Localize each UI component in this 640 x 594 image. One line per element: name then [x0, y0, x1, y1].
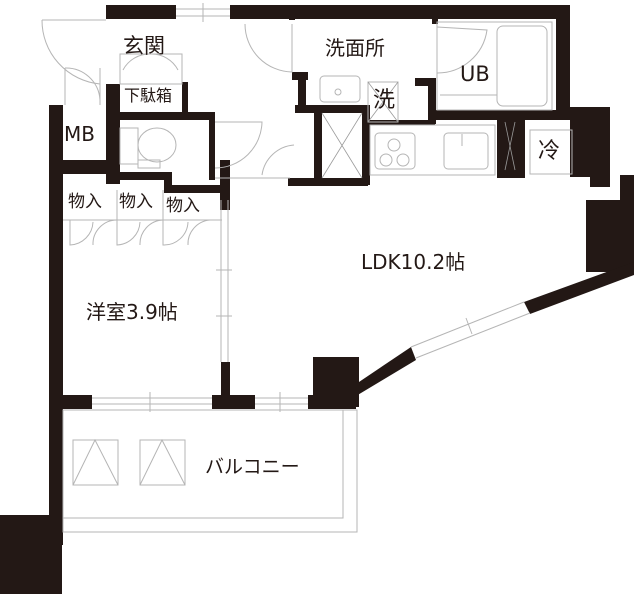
room-label-washroom: 洗面所 — [325, 36, 385, 60]
room-label-meter-box: MB — [64, 122, 95, 146]
room-label-western-room: 洋室3.9帖 — [86, 300, 178, 324]
room-label-closet-3: 物入 — [166, 196, 200, 216]
room-label-ldk: LDK10.2帖 — [361, 250, 466, 274]
fixtures — [41, 3, 573, 533]
room-label-closet-2: 物入 — [119, 192, 153, 212]
room-label-closet-1: 物入 — [68, 192, 102, 212]
room-label-entrance: 玄関 — [123, 34, 165, 58]
room-label-shoe-cabinet: 下駄箱 — [124, 86, 173, 105]
room-label-unit-bath: UB — [460, 62, 490, 86]
room-label-balcony: バルコニー — [205, 456, 300, 478]
room-label-fridge: 冷 — [538, 139, 561, 164]
walls — [0, 5, 634, 594]
room-label-washer: 洗 — [373, 88, 396, 113]
